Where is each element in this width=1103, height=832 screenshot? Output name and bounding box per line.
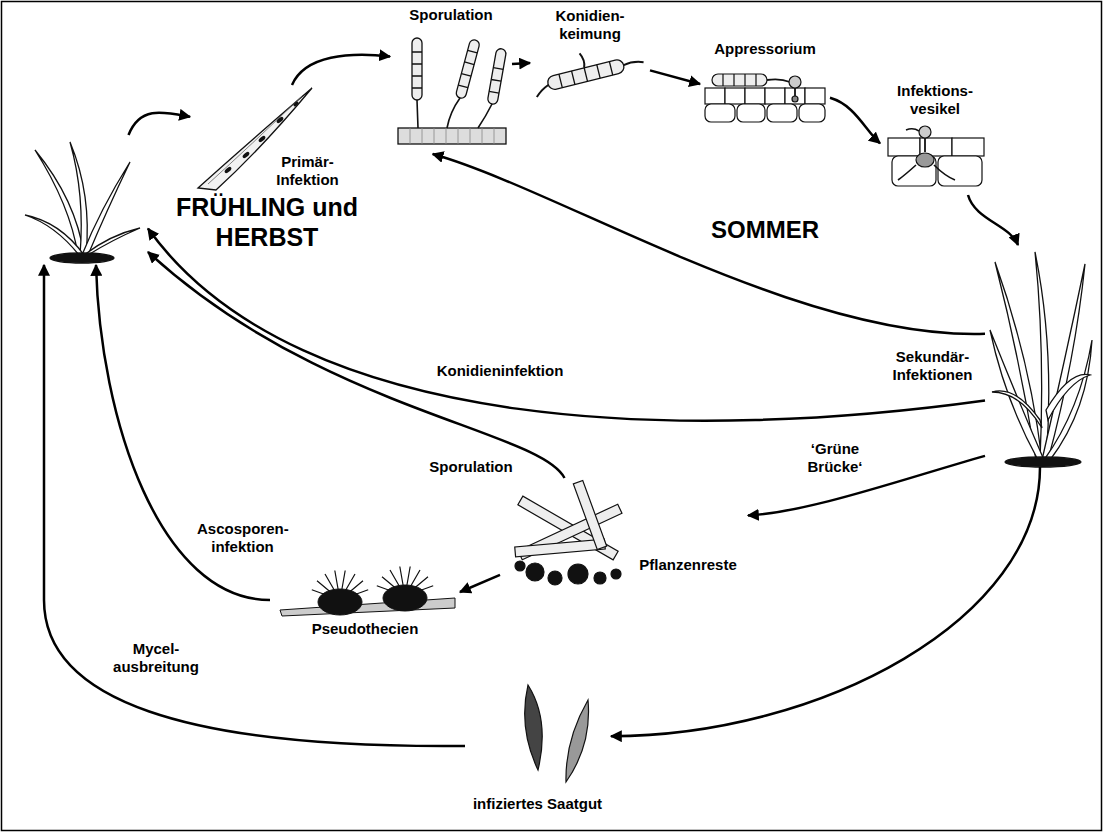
young-plant (25, 142, 140, 263)
edge-label: Mycel- ausbreitung (110, 640, 202, 676)
cycle-arrow (968, 195, 1018, 245)
plant-residues (515, 480, 622, 585)
stage-node: infiziertes Saatgut (465, 676, 611, 816)
stage-label: Primär- Infektion (265, 153, 350, 189)
cycle-arrow (433, 154, 985, 334)
stage-node: Appressorium (700, 38, 830, 130)
stage-node: Pflanzenreste (500, 478, 748, 588)
stage-label: Konidien- keimung (545, 7, 635, 43)
stage-label: infiziertes Saatgut (466, 795, 609, 813)
edge-label: Ascosporen- infektion (195, 520, 290, 556)
cycle-arrow (650, 70, 700, 84)
annotation-label: ‘Grüne Brücke‘ (785, 440, 885, 476)
edge-label: Sporulation (425, 458, 517, 476)
infection-vesicle-illustration (888, 126, 984, 186)
annotation-label: FRÜHLING und HERBST (172, 192, 362, 252)
cycle-arrow (148, 229, 985, 421)
edge-label: Konidieninfektion (430, 362, 570, 380)
germinating-conidium (529, 39, 645, 97)
stage-node: Pseudothecien (270, 560, 460, 640)
stage-node: Sporulation (390, 4, 512, 154)
appressorium-illustration (705, 74, 825, 122)
stage-label: Pseudothecien (308, 620, 422, 638)
infected-seed (525, 685, 589, 782)
stage-node: Infektions- vesikel (880, 80, 990, 195)
cycle-arrow (460, 575, 500, 592)
cycle-arrow (129, 112, 191, 135)
sporulation-illustration (398, 38, 507, 144)
annotation-label: SOMMER (700, 216, 830, 244)
stage-label: Appressorium (705, 40, 825, 58)
cycle-arrow (292, 55, 390, 85)
stage-node (18, 135, 148, 265)
stage-label: Infektions- vesikel (890, 82, 980, 118)
stage-label: Sporulation (396, 6, 506, 24)
pseudothecia (280, 567, 455, 617)
edge-label: Sekundär- Infektionen (885, 348, 980, 384)
stage-node (985, 245, 1095, 467)
stage-node: Primär- Infektion (190, 85, 360, 191)
cycle-arrow (44, 265, 465, 746)
mature-plant (990, 252, 1092, 467)
cycle-arrow (830, 98, 880, 144)
cycle-arrow (512, 63, 530, 64)
stage-node: Konidien- keimung (530, 6, 650, 98)
cycle-arrow (611, 467, 1040, 736)
stage-label: Pflanzenreste (632, 556, 744, 574)
